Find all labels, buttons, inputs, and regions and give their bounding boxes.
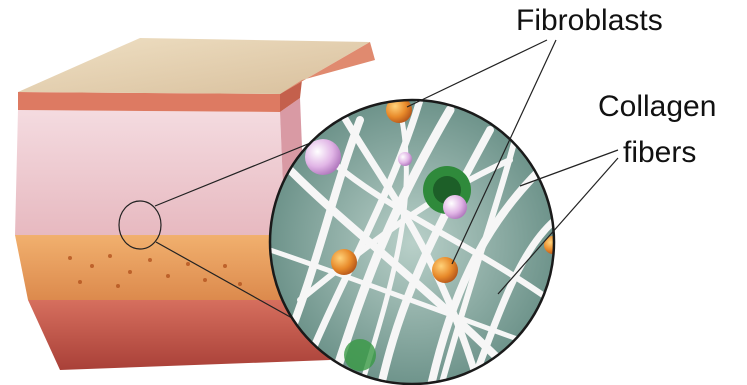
- magnifier-lens: [266, 96, 562, 385]
- dermis-layer: [15, 98, 305, 235]
- fibroblasts-label: Fibroblasts: [516, 6, 663, 36]
- fibroblast-cell: [331, 249, 357, 275]
- collagen-label-line1: Collagen: [598, 92, 716, 122]
- collagen-label-line2: fibers: [623, 138, 696, 168]
- epidermis-layer: [18, 38, 375, 112]
- green-cell-small: [344, 339, 376, 371]
